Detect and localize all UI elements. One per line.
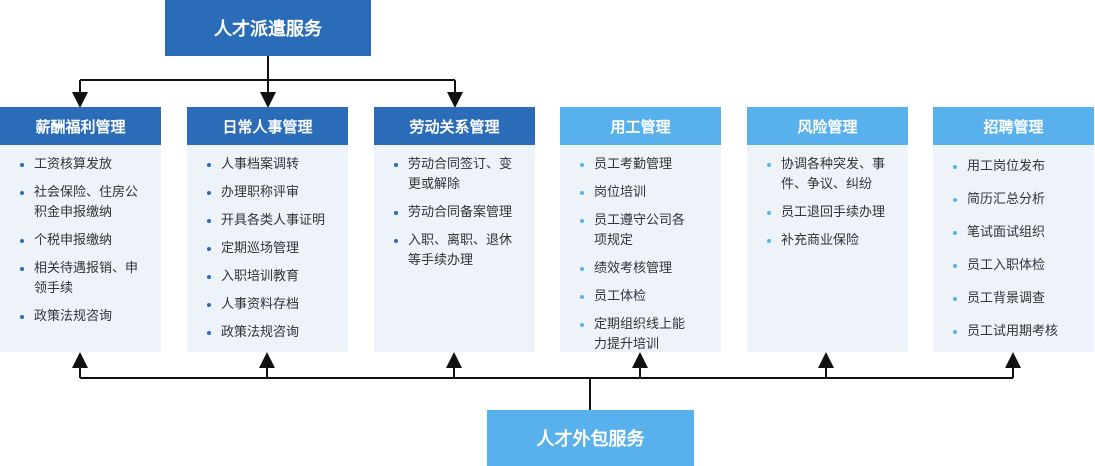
column-header: 用工管理 xyxy=(560,107,721,145)
list-item: 员工考勤管理 xyxy=(580,155,715,175)
bottom-service-box: 人才外包服务 xyxy=(487,410,694,466)
list-item: 开具各类人事证明 xyxy=(207,211,342,231)
list-item: 员工遵守公司各项规定 xyxy=(580,211,692,251)
list-item: 定期组织线上能力提升培训 xyxy=(580,315,692,355)
list-item: 工资核算发放 xyxy=(20,155,155,175)
item-list: 协调各种突发、事件、争议、纠纷 员工退回手续办理 补充商业保险 xyxy=(747,145,908,251)
list-item: 员工试用期考核 xyxy=(953,322,1088,342)
column-risk: 风险管理 协调各种突发、事件、争议、纠纷 员工退回手续办理 补充商业保险 xyxy=(747,107,908,352)
column-employment: 用工管理 员工考勤管理 岗位培训 员工遵守公司各项规定 绩效考核管理 员工体检 … xyxy=(560,107,721,352)
column-header: 风险管理 xyxy=(747,107,908,145)
list-item: 社会保险、住房公积金申报缴纳 xyxy=(20,183,144,223)
list-item: 政策法规咨询 xyxy=(207,323,342,343)
list-item: 定期巡场管理 xyxy=(207,239,342,259)
column-header: 薪酬福利管理 xyxy=(0,107,161,145)
item-list: 工资核算发放 社会保险、住房公积金申报缴纳 个税申报缴纳 相关待遇报销、申领手续… xyxy=(0,145,161,327)
top-service-label: 人才派遣服务 xyxy=(214,19,322,40)
column-header: 招聘管理 xyxy=(933,107,1094,145)
list-item: 员工背景调查 xyxy=(953,289,1088,309)
list-item: 办理职称评审 xyxy=(207,183,342,203)
list-item: 补充商业保险 xyxy=(767,231,902,251)
list-item: 相关待遇报销、申领手续 xyxy=(20,259,139,299)
list-item: 岗位培训 xyxy=(580,183,715,203)
list-item: 入职培训教育 xyxy=(207,267,342,287)
list-item: 入职、离职、退休等手续办理 xyxy=(394,231,518,271)
item-list: 人事档案调转 办理职称评审 开具各类人事证明 定期巡场管理 入职培训教育 人事资… xyxy=(187,145,348,343)
list-item: 劳动合同签订、变更或解除 xyxy=(394,155,513,195)
list-item: 员工体检 xyxy=(580,287,715,307)
item-list: 员工考勤管理 岗位培训 员工遵守公司各项规定 绩效考核管理 员工体检 定期组织线… xyxy=(560,145,721,355)
list-item: 员工入职体检 xyxy=(953,256,1088,276)
list-item: 简历汇总分析 xyxy=(953,190,1088,210)
list-item: 绩效考核管理 xyxy=(580,259,715,279)
column-daily-hr: 日常人事管理 人事档案调转 办理职称评审 开具各类人事证明 定期巡场管理 入职培… xyxy=(187,107,348,352)
column-salary-welfare: 薪酬福利管理 工资核算发放 社会保险、住房公积金申报缴纳 个税申报缴纳 相关待遇… xyxy=(0,107,161,352)
list-item: 政策法规咨询 xyxy=(20,307,155,327)
column-header: 日常人事管理 xyxy=(187,107,348,145)
list-item: 劳动合同备案管理 xyxy=(394,203,529,223)
column-labor-relations: 劳动关系管理 劳动合同签订、变更或解除 劳动合同备案管理 入职、离职、退休等手续… xyxy=(374,107,535,352)
item-list: 劳动合同签订、变更或解除 劳动合同备案管理 入职、离职、退休等手续办理 xyxy=(374,145,535,271)
list-item: 人事资料存档 xyxy=(207,295,342,315)
list-item: 笔试面试组织 xyxy=(953,223,1088,243)
list-item: 个税申报缴纳 xyxy=(20,231,155,251)
item-list: 用工岗位发布 简历汇总分析 笔试面试组织 员工入职体检 员工背景调查 员工试用期… xyxy=(933,145,1094,342)
column-recruitment: 招聘管理 用工岗位发布 简历汇总分析 笔试面试组织 员工入职体检 员工背景调查 … xyxy=(933,107,1094,352)
list-item: 员工退回手续办理 xyxy=(767,203,902,223)
list-item: 协调各种突发、事件、争议、纠纷 xyxy=(767,155,891,195)
bottom-service-label: 人才外包服务 xyxy=(536,429,645,450)
top-service-box: 人才派遣服务 xyxy=(165,0,371,56)
list-item: 人事档案调转 xyxy=(207,155,342,175)
column-header: 劳动关系管理 xyxy=(374,107,535,145)
list-item: 用工岗位发布 xyxy=(953,157,1088,177)
